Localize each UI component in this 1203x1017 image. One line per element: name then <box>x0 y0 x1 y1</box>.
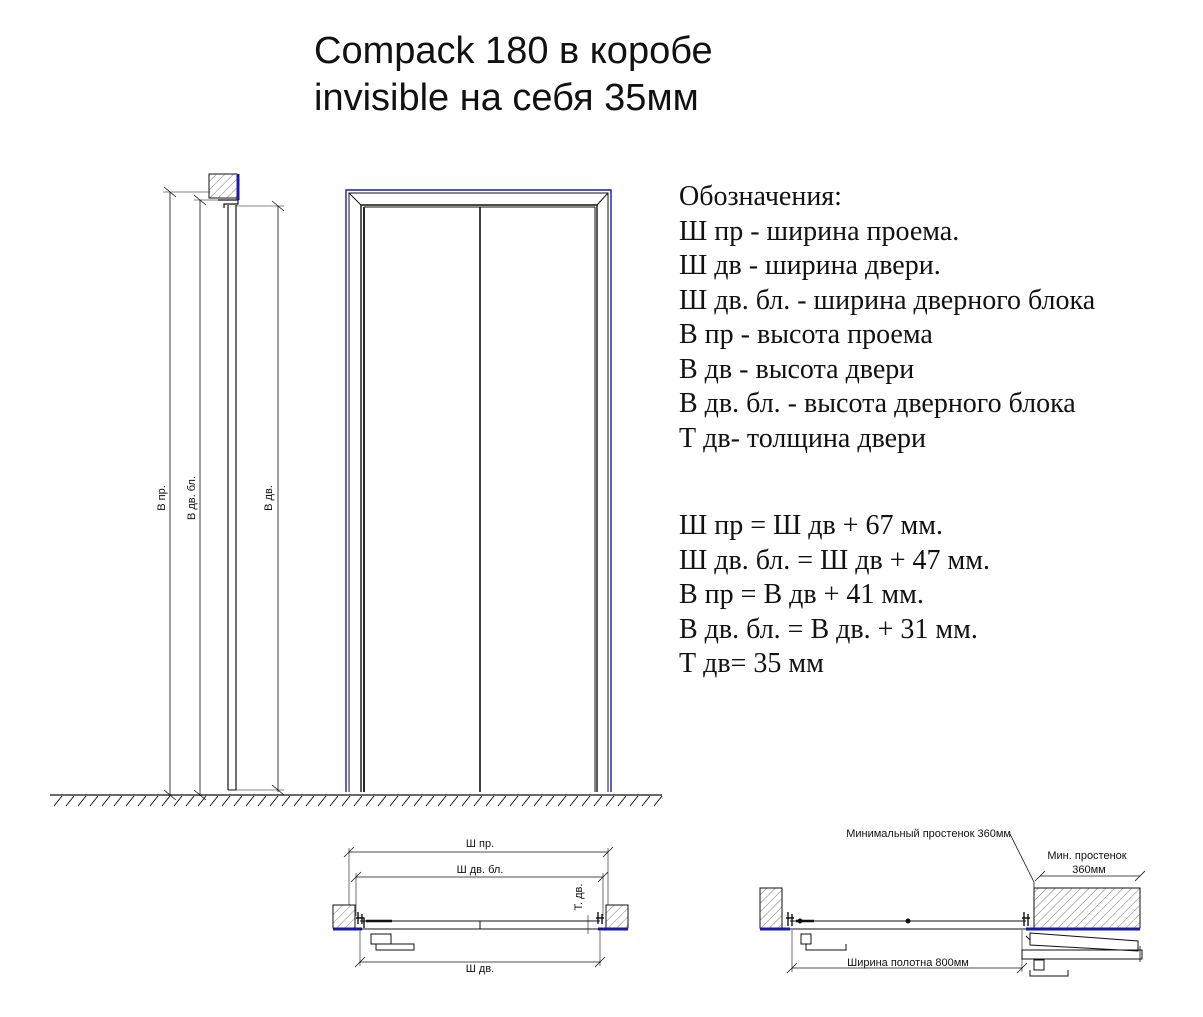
floor-hatch-tick <box>125 795 135 807</box>
floor-hatch-tick <box>53 795 63 807</box>
dim-opening-height <box>163 186 210 801</box>
page-title: Compack 180 в коробе invisible на себя 3… <box>314 28 713 122</box>
floor-hatch-tick <box>629 795 639 807</box>
legend-item: В дв. бл. - высота дверного блока <box>679 388 1076 419</box>
legend-heading: Обозначения: <box>679 181 842 212</box>
floor-hatch-tick <box>65 795 75 807</box>
label-door-height: В дв. <box>263 485 275 511</box>
floor-hatch-tick <box>269 795 279 807</box>
floor-line <box>50 794 663 807</box>
floor-hatch-tick <box>185 795 195 807</box>
title-line-2: invisible на себя 35мм <box>314 77 699 119</box>
label-opening-width: Ш пр. <box>466 838 494 850</box>
wall-left <box>332 904 356 929</box>
formula-item: В пр = В дв + 41 мм. <box>679 579 924 610</box>
dim-block-height <box>193 194 226 801</box>
min-wall-block <box>1033 887 1141 929</box>
label-min-wall-short-2: 360мм <box>1072 864 1105 876</box>
wall-right <box>605 904 629 929</box>
floor-hatch-tick <box>365 795 375 807</box>
legend-block: Обозначения: Ш пр - ширина проема. Ш дв … <box>679 180 1095 456</box>
title-line-1: Compack 180 в коробе <box>314 30 713 72</box>
formula-item: Т дв= 35 мм <box>679 648 824 679</box>
floor-hatch-tick <box>317 795 327 807</box>
dim-door-height <box>236 200 285 796</box>
floor-hatch-tick <box>653 795 663 807</box>
floor-hatch-tick <box>209 795 219 807</box>
floor-hatch-tick <box>641 795 651 807</box>
legend-item: Ш дв - ширина двери. <box>679 250 941 281</box>
floor-hatch-tick <box>221 795 231 807</box>
legend-item: Ш дв. бл. - ширина дверного блока <box>679 284 1096 316</box>
label-leaf-width: Ширина полотна 800мм <box>847 957 969 969</box>
formula-item: Ш пр = Ш дв + 67 мм. <box>679 510 943 541</box>
wall-left-open <box>759 887 783 929</box>
floor-hatch-tick <box>557 795 567 807</box>
floor-hatch-tick <box>389 795 399 807</box>
legend-item: В дв - высота двери <box>679 353 915 385</box>
floor-hatch-tick <box>605 795 615 807</box>
floor-hatch-tick <box>593 795 603 807</box>
floor-hatch-tick <box>509 795 519 807</box>
floor-hatch-tick <box>329 795 339 807</box>
floor-hatch-tick <box>281 795 291 807</box>
floor-hatch-tick <box>569 795 579 807</box>
floor-hatch-tick <box>533 795 543 807</box>
label-min-wall-short-1: Мин. простенок <box>1047 850 1126 862</box>
label-block-width: Ш дв. бл. <box>457 864 504 876</box>
floor-hatch-tick <box>161 795 171 807</box>
floor-hatch-tick <box>113 795 123 807</box>
floor-hatch-tick <box>305 795 315 807</box>
floor-hatch-tick <box>353 795 363 807</box>
label-door-width: Ш дв. <box>466 963 494 975</box>
floor-hatch-tick <box>473 795 483 807</box>
label-block-height: В дв. бл. <box>186 476 198 520</box>
top-wall-block <box>208 173 238 199</box>
front-elevation <box>345 189 612 792</box>
plan-view-closed <box>332 846 629 968</box>
floor-hatch-tick <box>293 795 303 807</box>
floor-hatch-tick <box>341 795 351 807</box>
door-handle <box>370 933 392 945</box>
floor-hatch-tick <box>77 795 87 807</box>
label-opening-height: В пр. <box>156 485 168 511</box>
opening-outline <box>345 189 612 792</box>
floor-hatch-tick <box>497 795 507 807</box>
formula-item: Ш дв. бл. = Ш дв + 47 мм. <box>679 544 990 576</box>
floor-hatch-tick <box>425 795 435 807</box>
floor-hatch-tick <box>413 795 423 807</box>
legend-item: Ш пр - ширина проема. <box>679 215 960 247</box>
floor-hatch-tick <box>521 795 531 807</box>
plan-view-open <box>759 833 1146 977</box>
floor-hatch-tick <box>545 795 555 807</box>
floor-hatch-tick <box>449 795 459 807</box>
side-section-view <box>163 173 285 801</box>
formula-item: В дв. бл. = В дв. + 31 мм. <box>679 613 978 645</box>
legend-item: Т дв- толщина двери <box>679 422 927 454</box>
floor-hatch-tick <box>101 795 111 807</box>
legend-item: В пр - высота проема <box>679 319 933 350</box>
floor-hatch-tick <box>485 795 495 807</box>
floor-hatch-tick <box>89 795 99 807</box>
floor-hatch-tick <box>401 795 411 807</box>
floor-hatch-tick <box>197 795 207 807</box>
floor-hatch-tick <box>617 795 627 807</box>
floor-hatch-tick <box>245 795 255 807</box>
floor-hatch-tick <box>377 795 387 807</box>
label-door-thickness: Т. дв. <box>573 884 585 911</box>
floor-hatch-tick <box>137 795 147 807</box>
floor-hatch-tick <box>257 795 267 807</box>
floor-hatch-tick <box>581 795 591 807</box>
label-min-wall-long: Минимальный простенок 360мм <box>846 828 1011 840</box>
floor-hatch-tick <box>437 795 447 807</box>
floor-hatch-tick <box>461 795 471 807</box>
floor-hatch-tick <box>149 795 159 807</box>
floor-hatch-tick <box>173 795 183 807</box>
formula-block: Ш пр = Ш дв + 67 мм. Ш дв. бл. = Ш дв + … <box>679 509 990 682</box>
floor-hatch-tick <box>233 795 243 807</box>
